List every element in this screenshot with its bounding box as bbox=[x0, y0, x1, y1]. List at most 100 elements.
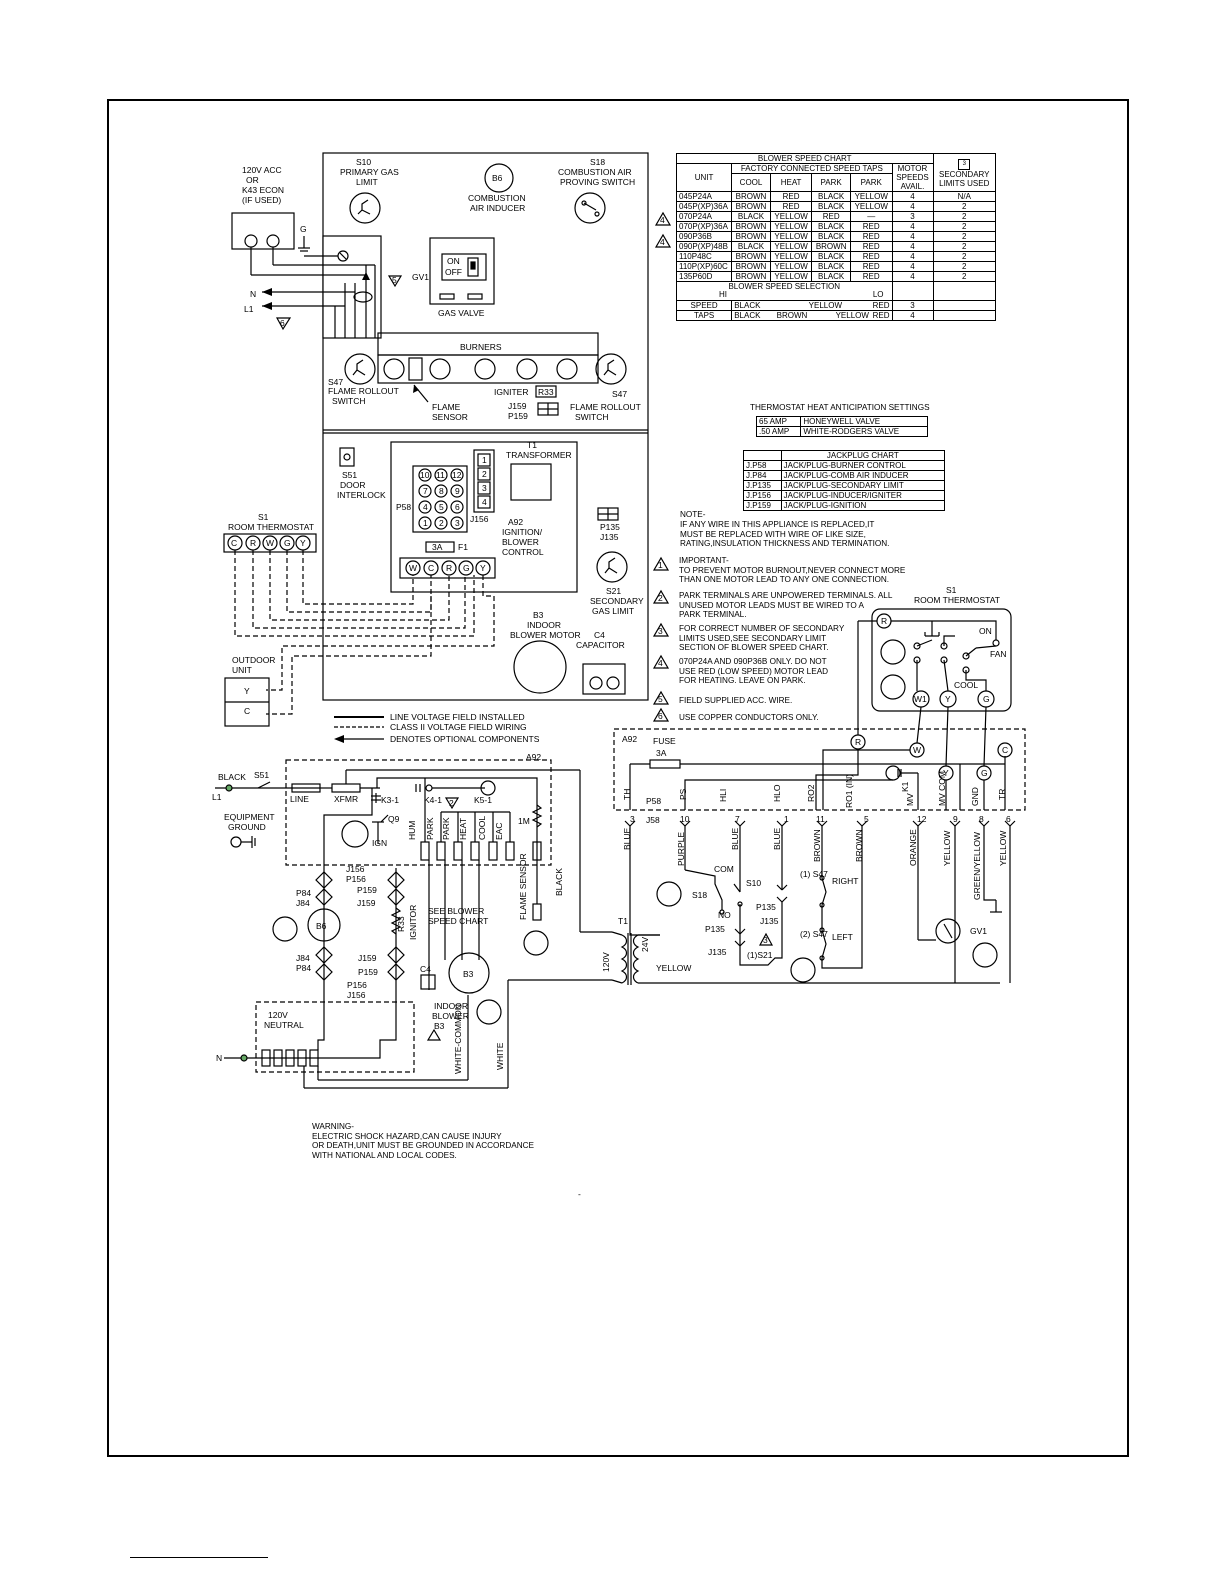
t1-transformer bbox=[510, 463, 552, 501]
blower-cell-park2: YELLOW bbox=[849, 201, 893, 212]
blower-cell-speeds: 4 bbox=[891, 221, 934, 232]
blower-cell-park2: RED bbox=[849, 241, 893, 252]
s1-right-thermostat bbox=[871, 608, 1012, 712]
svg-text:7: 7 bbox=[735, 814, 740, 824]
indoor-ladder-label: INDOOR bbox=[434, 1001, 468, 1011]
s1-g-label: G bbox=[983, 694, 990, 704]
blower-cell-unit: 045P(XP)36A bbox=[675, 201, 733, 212]
ro2-label: RO2 bbox=[806, 784, 816, 802]
svg-text:R: R bbox=[250, 538, 256, 548]
svg-text:1: 1 bbox=[423, 518, 428, 528]
svg-text:1: 1 bbox=[482, 455, 487, 465]
tb-r-label: R bbox=[855, 737, 861, 747]
j159-ladder-label: J159 bbox=[357, 898, 376, 908]
j159-lower-label: J159 bbox=[358, 953, 377, 963]
legend-line-voltage: LINE VOLTAGE FIELD INSTALLED bbox=[390, 712, 525, 722]
proving-label: PROVING SWITCH bbox=[560, 177, 635, 187]
ign-label: IGN bbox=[372, 838, 387, 848]
a92-right-label: A92 bbox=[622, 734, 637, 744]
acc-box bbox=[231, 212, 295, 250]
blower-cell-park1: BLACK bbox=[811, 261, 851, 272]
taps-label: TAPS bbox=[675, 310, 733, 321]
svg-text:G: G bbox=[284, 538, 291, 548]
j58-label: J58 bbox=[646, 815, 660, 825]
gv1-label: GV1 bbox=[412, 272, 429, 282]
svg-text:11: 11 bbox=[816, 814, 825, 824]
svg-text:W: W bbox=[266, 538, 274, 548]
note-text: IF ANY WIRE IN THIS APPLIANCE IS REPLACE… bbox=[680, 520, 890, 549]
th-label: TH bbox=[622, 789, 632, 800]
anticipation-title: THERMOSTAT HEAT ANTICIPATION SETTINGS bbox=[750, 403, 930, 412]
s1-w1-label: W1 bbox=[914, 694, 927, 704]
jackplug-code: J.P58 bbox=[743, 460, 782, 471]
ro1-label: RO1 (IN) bbox=[844, 774, 854, 808]
blower-cell-park2: YELLOW bbox=[849, 191, 893, 202]
capacitor-label: CAPACITOR bbox=[576, 640, 625, 650]
control-label: CONTROL bbox=[502, 547, 544, 557]
c4-capacitor bbox=[582, 663, 626, 695]
indoor-label: INDOOR bbox=[527, 620, 561, 630]
blower-cell-cool: BROWN bbox=[731, 261, 771, 272]
secondary-limits-header: 3 SECONDARY LIMITS USED bbox=[932, 153, 996, 192]
s18-switch bbox=[574, 192, 606, 224]
blower-cell-heat: YELLOW bbox=[769, 231, 813, 242]
interlock-label: INTERLOCK bbox=[337, 490, 386, 500]
fan-label: FAN bbox=[990, 649, 1007, 659]
s47-left bbox=[344, 353, 376, 385]
svg-text:-: - bbox=[578, 1189, 581, 1199]
speed-chart-label: SPEED CHART bbox=[428, 916, 488, 926]
svg-text:3: 3 bbox=[658, 626, 663, 636]
svg-text:W: W bbox=[409, 563, 417, 573]
s18-ladder-label: S18 bbox=[692, 890, 707, 900]
t1-yellow-label: YELLOW bbox=[656, 963, 691, 973]
sel1-n: 3 bbox=[891, 300, 934, 311]
rollout-right-label: FLAME ROLLOUT bbox=[570, 402, 641, 412]
jackplug-desc: JACK/PLUG-SECONDARY LIMIT bbox=[780, 480, 946, 491]
g-label: G bbox=[300, 224, 307, 234]
l1-ladder-label: L1 bbox=[212, 792, 222, 802]
limit-label: LIMIT bbox=[356, 177, 378, 187]
blower-cell-cool: BROWN bbox=[731, 191, 771, 202]
tb-y-label: Y bbox=[943, 768, 949, 778]
s47-right-label: S47 bbox=[612, 389, 627, 399]
svg-text:9: 9 bbox=[455, 486, 460, 496]
blower-cell-park2: RED bbox=[849, 221, 893, 232]
j135-ladder-label: J135 bbox=[760, 916, 779, 926]
n-label: N bbox=[250, 289, 256, 299]
gas-limit-label: GAS LIMIT bbox=[592, 606, 634, 616]
motor-ladder-label: B3 bbox=[434, 1021, 445, 1031]
neutral-120v-label: 120V bbox=[268, 1010, 288, 1020]
sel2-b: BROWN bbox=[776, 311, 808, 320]
blower-cell-speeds: 4 bbox=[891, 241, 934, 252]
blower-cell-unit: 110P(XP)60C bbox=[675, 261, 733, 272]
blower-cell-speeds: 3 bbox=[891, 211, 934, 222]
room-thermostat-left-label: ROOM THERMOSTAT bbox=[228, 522, 314, 532]
blower-chart-title: BLOWER SPEED CHART bbox=[676, 153, 934, 164]
park1-label: PARK bbox=[425, 817, 435, 840]
blower-ladder-label: BLOWER bbox=[432, 1011, 469, 1021]
no-label: NO bbox=[718, 910, 731, 920]
on-label: ON bbox=[979, 626, 992, 636]
acc-label: 120V ACC bbox=[242, 165, 282, 175]
svg-text:G: G bbox=[463, 563, 470, 573]
blower-cell-cool: BROWN bbox=[731, 251, 771, 262]
s21-limit bbox=[596, 551, 628, 583]
tb-g-label: G bbox=[981, 768, 988, 778]
jackplug-desc: JACK/PLUG-INDUCER/IGNITER bbox=[780, 490, 946, 501]
blower-cell-heat: YELLOW bbox=[769, 261, 813, 272]
outdoor-y-label: Y bbox=[244, 686, 250, 696]
svg-text:6: 6 bbox=[1006, 814, 1011, 824]
p159-lower-label: P159 bbox=[358, 967, 378, 977]
svg-text:8: 8 bbox=[979, 814, 984, 824]
sel1-a: BLACK bbox=[734, 301, 761, 310]
yellow1-label: YELLOW bbox=[942, 831, 952, 866]
equipment-label: EQUIPMENT bbox=[224, 812, 275, 822]
b6-label: B6 bbox=[492, 173, 503, 183]
svg-text:Y: Y bbox=[300, 538, 306, 548]
svg-text:6: 6 bbox=[455, 502, 460, 512]
blower-cell-park1: BLACK bbox=[811, 251, 851, 262]
blower-cell-heat: YELLOW bbox=[769, 221, 813, 232]
